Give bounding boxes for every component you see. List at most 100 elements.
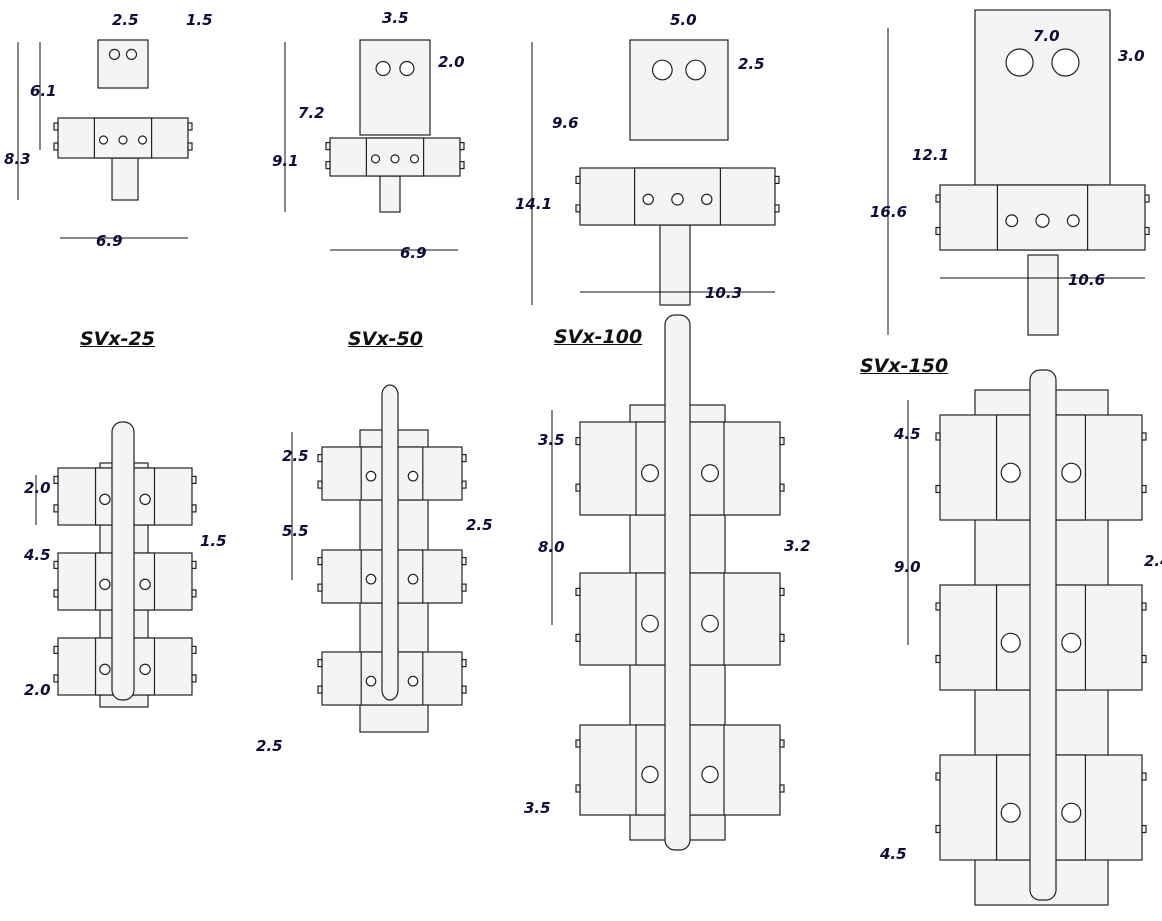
bolt-head xyxy=(1141,772,1147,781)
bolt-head xyxy=(461,583,467,592)
bolt-head xyxy=(317,454,323,463)
bolt-head xyxy=(779,483,785,492)
bolt-head xyxy=(1141,432,1147,441)
port-icon xyxy=(365,573,377,585)
bolt-head xyxy=(461,685,467,694)
bolt-head xyxy=(935,226,941,236)
cylinder-head xyxy=(629,39,729,141)
dim-side-gap: 3.2 xyxy=(784,537,811,555)
bolt-head xyxy=(461,454,467,463)
cylinder-head xyxy=(97,39,149,89)
dim-top-gap: 2.0 xyxy=(24,479,51,497)
port-icon xyxy=(365,675,377,687)
bolt-head xyxy=(935,772,941,781)
bolt-head xyxy=(191,560,197,570)
port-icon xyxy=(399,60,415,77)
dim-body-width: 10.6 xyxy=(1068,271,1106,289)
port-icon xyxy=(139,578,151,591)
port-icon xyxy=(390,154,400,164)
bolt-head xyxy=(1141,654,1147,664)
dim-height-total: 9.1 xyxy=(272,152,299,170)
port-icon xyxy=(99,578,111,591)
dim-top-gap: 4.5 xyxy=(894,425,921,443)
dim-bottom-gap: 2.5 xyxy=(256,737,283,755)
bolt-head xyxy=(1141,602,1147,611)
bolt-head xyxy=(575,483,581,492)
dim-bottom-gap: 2.0 xyxy=(24,681,51,699)
port-icon xyxy=(1000,632,1021,653)
bolt-head xyxy=(53,504,59,513)
port-icon xyxy=(1035,213,1050,228)
port-icon xyxy=(1000,462,1021,483)
bolt-head xyxy=(575,784,581,793)
bolt-head xyxy=(187,142,193,151)
dim-side-gap: 2.4 xyxy=(1144,552,1162,570)
dim-spacing: 4.5 xyxy=(24,546,51,564)
port-icon xyxy=(641,464,659,483)
bolt-head xyxy=(935,484,941,494)
port-icon xyxy=(1005,48,1034,77)
bolt-head xyxy=(774,175,780,184)
bolt-head xyxy=(461,658,467,668)
dim-height-total: 16.6 xyxy=(870,203,908,221)
bolt-head xyxy=(317,658,323,668)
model-title: SVx-25 xyxy=(80,328,155,350)
bolt-head xyxy=(1141,824,1147,834)
bolt-head xyxy=(575,739,581,748)
port-icon xyxy=(365,470,377,482)
port-icon xyxy=(1061,462,1082,483)
dim-side-gap: 2.5 xyxy=(466,516,493,534)
piston-rod xyxy=(111,157,139,201)
bolt-head xyxy=(191,589,197,598)
bolt-head xyxy=(779,437,785,446)
bolt-head xyxy=(1144,194,1150,203)
dim-spacing: 5.5 xyxy=(282,522,309,540)
dim-top-width: 2.5 xyxy=(112,11,139,29)
bolt-head xyxy=(53,475,59,484)
bolt-head xyxy=(53,142,59,151)
bolt-head xyxy=(461,556,467,566)
port-icon xyxy=(1051,48,1080,77)
bolt-head xyxy=(779,633,785,643)
port-icon xyxy=(671,193,684,206)
dim-top-width: 3.5 xyxy=(382,9,409,27)
bolt-head xyxy=(53,122,59,131)
bolt-head xyxy=(1144,226,1150,236)
port-icon xyxy=(99,663,111,676)
port-icon xyxy=(1066,214,1080,228)
manual-override-rod xyxy=(664,314,691,851)
bolt-head xyxy=(317,685,323,694)
bolt-head xyxy=(53,589,59,598)
dim-spacing: 8.0 xyxy=(538,538,565,556)
bolt-head xyxy=(317,556,323,566)
bolt-head xyxy=(459,161,465,170)
bolt-head xyxy=(53,560,59,570)
port-icon xyxy=(407,470,419,482)
cylinder-head xyxy=(359,39,431,136)
bolt-head xyxy=(575,175,581,184)
port-icon xyxy=(375,60,391,77)
bolt-head xyxy=(935,432,941,441)
dim-body-width: 10.3 xyxy=(705,284,743,302)
bolt-head xyxy=(935,824,941,834)
port-icon xyxy=(139,493,151,506)
manual-override-rod xyxy=(381,384,399,701)
port-icon xyxy=(641,765,659,784)
bolt-head xyxy=(575,633,581,643)
dim-height-total: 14.1 xyxy=(515,195,553,213)
bolt-head xyxy=(325,161,331,170)
port-icon xyxy=(642,193,654,206)
port-icon xyxy=(99,493,111,506)
port-icon xyxy=(108,48,121,61)
manual-override-rod xyxy=(1029,369,1057,901)
port-icon xyxy=(1000,802,1021,823)
dim-top-offset: 2.0 xyxy=(438,53,465,71)
bolt-head xyxy=(459,142,465,151)
port-icon xyxy=(701,193,713,206)
dim-top-gap: 3.5 xyxy=(538,431,565,449)
port-icon xyxy=(409,154,420,164)
model-title: SVx-150 xyxy=(860,355,949,377)
port-icon xyxy=(1005,214,1019,228)
dim-height-mid: 12.1 xyxy=(912,146,950,164)
dim-top-offset: 2.5 xyxy=(738,55,765,73)
